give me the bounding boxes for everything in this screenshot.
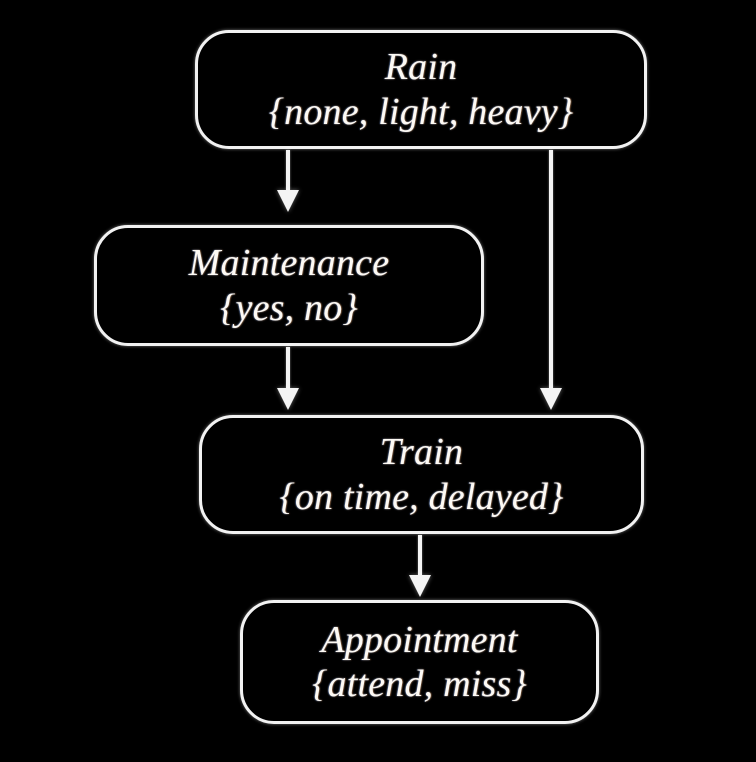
node-maintenance-label: Maintenance [188,242,390,285]
arrowhead-icon [540,388,562,410]
edge-stem [549,150,553,388]
node-appointment-label: Appointment [321,618,518,661]
arrowhead-icon [277,190,299,212]
edge-stem [286,347,290,388]
arrowhead-icon [409,575,431,597]
node-train[interactable]: Train {on time, delayed} [199,415,644,534]
node-train-states: {on time, delayed} [279,475,564,518]
edge-stem [286,150,290,190]
node-rain[interactable]: Rain {none, light, heavy} [195,30,647,149]
node-maintenance-states: {yes, no} [220,286,358,329]
node-maintenance[interactable]: Maintenance {yes, no} [94,225,484,346]
node-appointment[interactable]: Appointment {attend, miss} [240,600,599,724]
edge-stem [418,535,422,575]
node-train-label: Train [379,431,464,474]
node-appointment-states: {attend, miss} [312,663,527,705]
node-rain-states: {none, light, heavy} [268,90,574,133]
arrowhead-icon [277,388,299,410]
node-rain-label: Rain [384,46,458,89]
